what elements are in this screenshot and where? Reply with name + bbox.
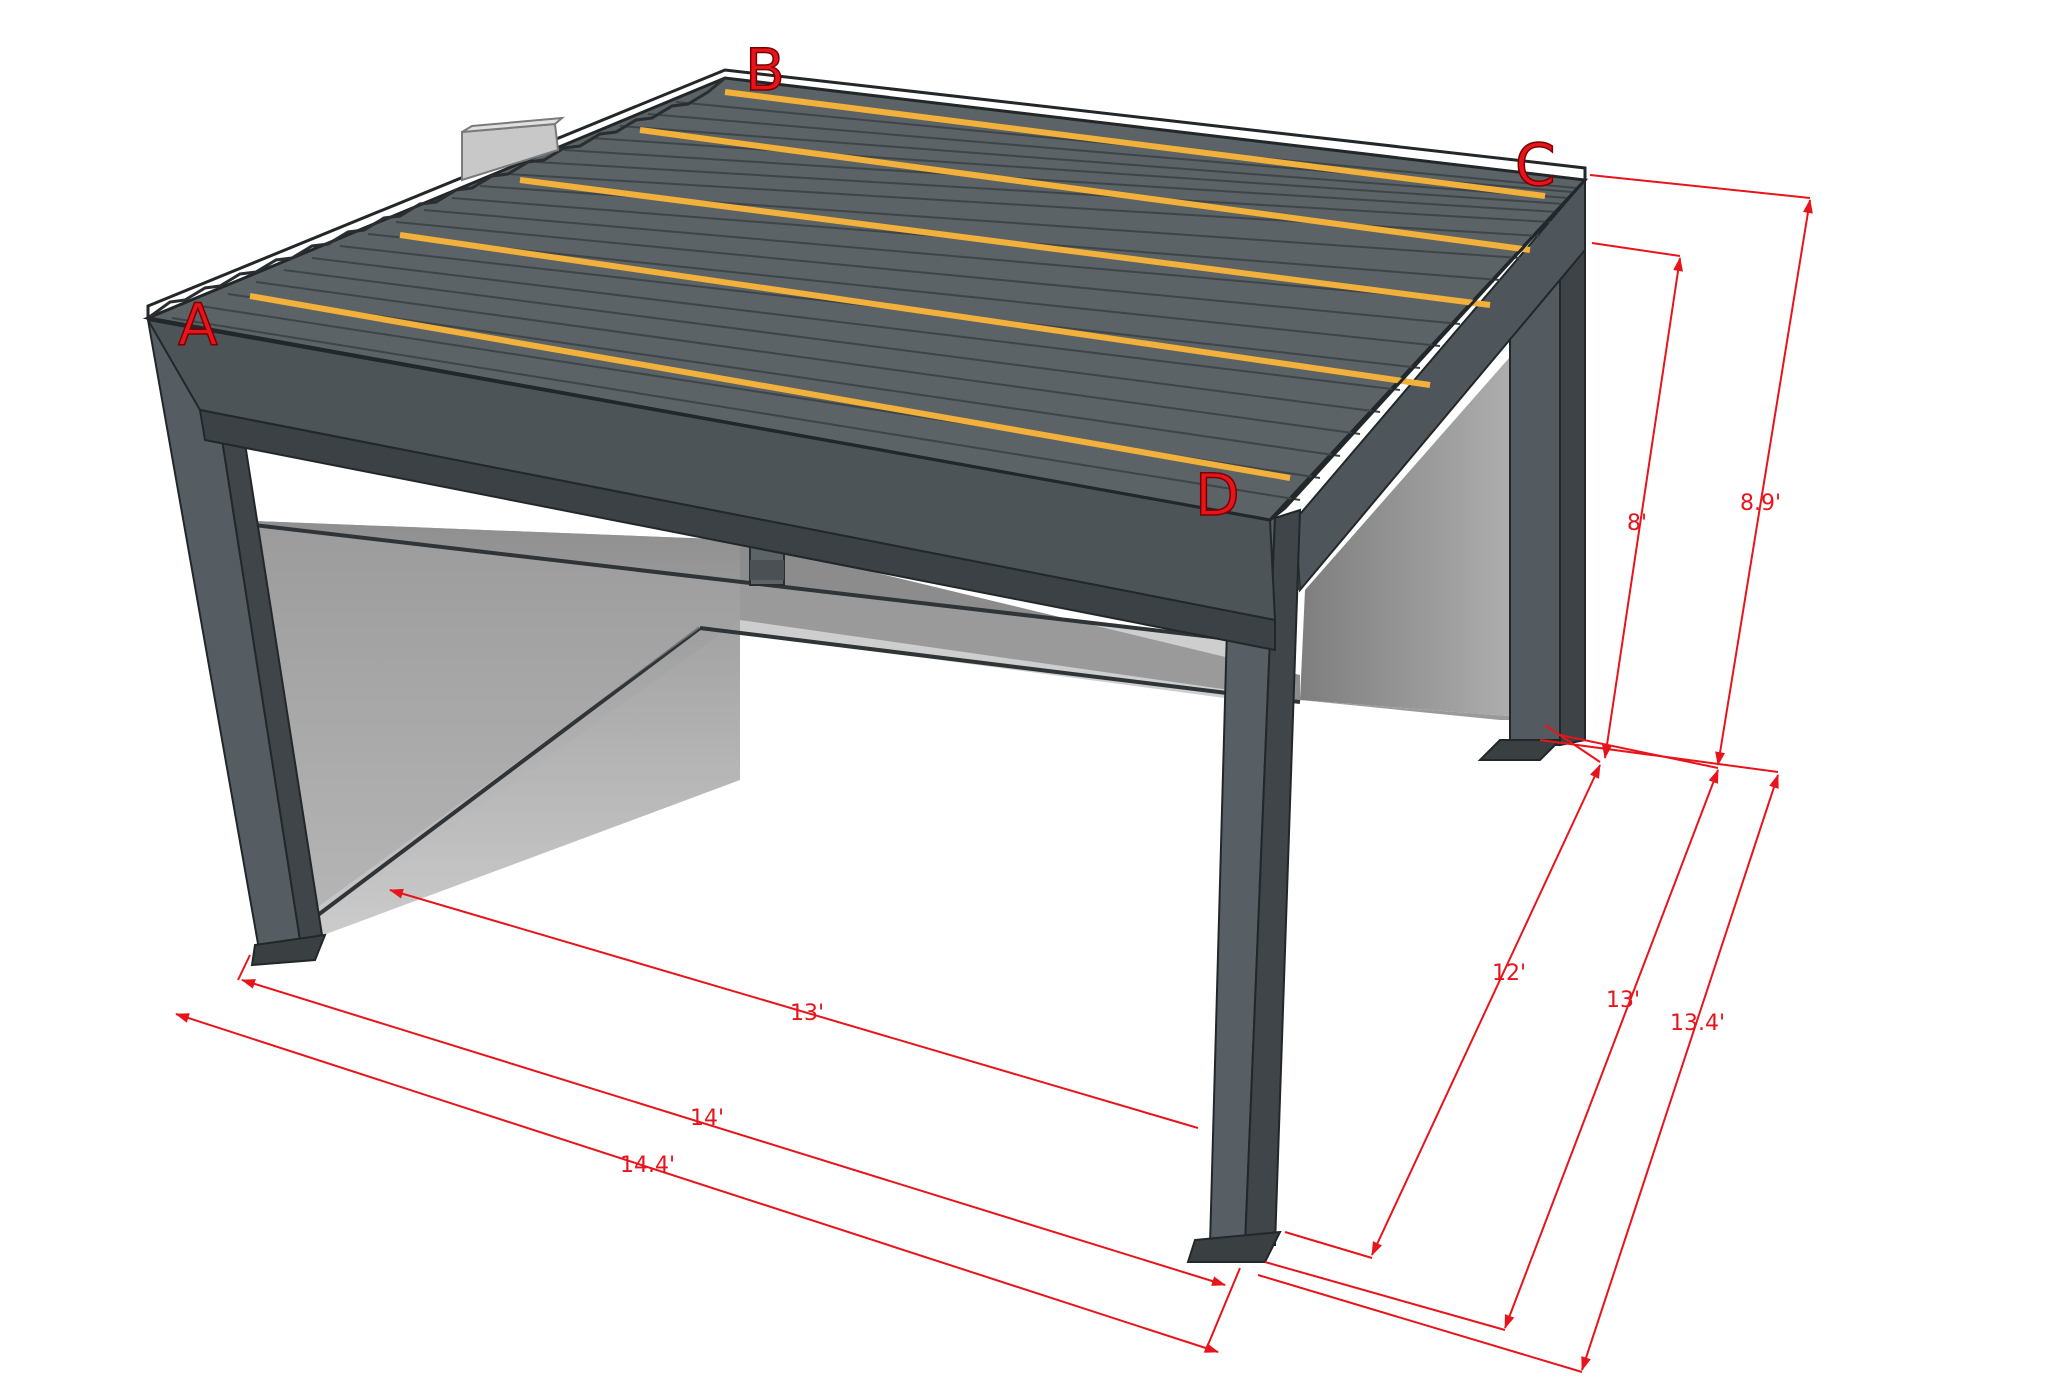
dim-side-outer-label: 13.4' [1670,1011,1725,1036]
slat-accents [249,89,1546,481]
dim-height-inner-line [1601,257,1684,759]
dimension-labels: 13' 14' 14.4' 12' 13' 13.4' 8' 8.9' [620,491,1781,1178]
front-screen [227,520,1301,920]
dim-height-inner-label: 8' [1627,511,1647,536]
roof [142,68,1589,522]
right-side-screen [1300,300,1560,720]
dim-front-outer-label: 14.4' [620,1153,675,1178]
corner-label-d: D [1195,461,1240,529]
dim-height-outer-label: 8.9' [1740,491,1781,516]
corner-label-b: B [745,36,785,104]
dim-front-outer-line [175,1013,1219,1353]
dim-height-outer-line [1715,199,1813,766]
dim-side-inner-line [1371,764,1601,1256]
motor-box [461,116,566,182]
corner-label-a: A [178,291,218,359]
louver-edge [147,76,726,320]
dim-side-mid-label: 13' [1606,988,1640,1013]
dim-front-mid-line [241,979,1226,1286]
dim-side-outer-line [1581,774,1779,1371]
corner-label-c: C [1515,131,1556,199]
dim-front-inner-label: 13' [790,1001,824,1026]
front-beam [146,318,1277,652]
dim-side-inner-label: 12' [1492,961,1526,986]
dimension-lines [175,174,1813,1373]
dim-front-mid-label: 14' [690,1106,724,1131]
dim-side-mid-line [1504,769,1719,1329]
corner-labels: A B C D [177,35,1556,530]
